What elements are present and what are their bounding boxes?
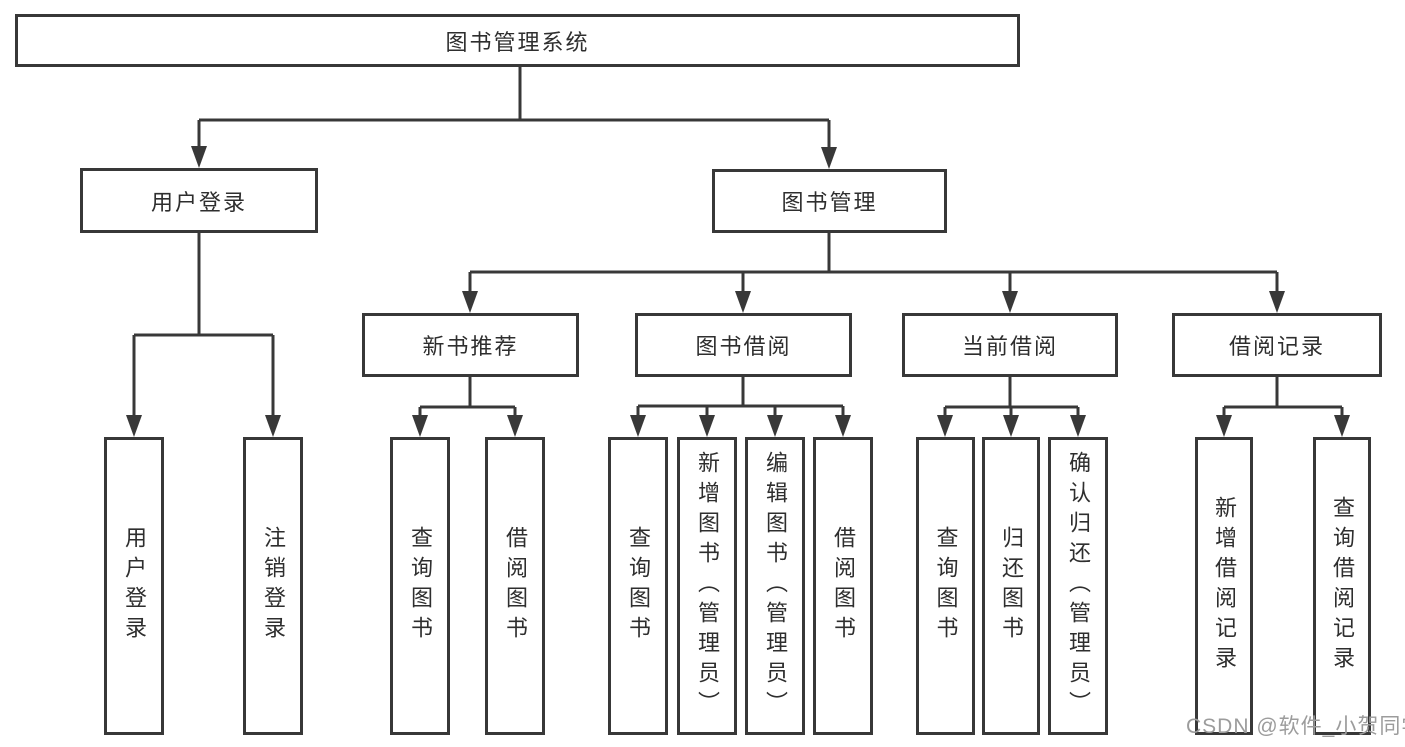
node-library-management-system: 图书管理系统 (15, 14, 1020, 67)
arrow-down-icon (735, 291, 751, 313)
leaf-current-query-books: 查询图书 (916, 437, 975, 735)
arrow-down-icon (630, 415, 646, 437)
node-label: 借阅图书 (831, 526, 856, 646)
leaf-current-confirm-return-admin: 确认归还（管理员） (1048, 437, 1108, 735)
node-user-login: 用户登录 (80, 168, 318, 233)
node-label: 查询图书 (933, 526, 959, 646)
leaf-borrow-borrow-books: 借阅图书 (813, 437, 873, 735)
node-label: 用户登录 (122, 526, 147, 646)
connector-book-borrow-children (636, 377, 845, 419)
leaf-recommend-query-books: 查询图书 (390, 437, 450, 735)
leaf-borrow-query-books: 查询图书 (608, 437, 668, 735)
leaf-record-query-borrow-record: 查询借阅记录 (1313, 437, 1371, 735)
node-label: 借阅图书 (503, 526, 528, 646)
node-label: 新增图书（管理员） (695, 451, 720, 721)
node-label: 图书管理 (781, 190, 878, 215)
node-label: 图书借阅 (695, 334, 792, 359)
arrow-down-icon (937, 415, 953, 437)
arrow-down-icon (699, 415, 715, 437)
node-label: 查询图书 (626, 526, 651, 646)
leaf-recommend-borrow-books: 借阅图书 (485, 437, 545, 735)
connector-user-login-children (132, 233, 275, 419)
node-current-borrow: 当前借阅 (902, 313, 1118, 377)
node-label: 用户登录 (150, 189, 247, 215)
leaf-borrow-edit-books-admin: 编辑图书（管理员） (745, 437, 805, 735)
connector-root-to-level2 (197, 67, 831, 151)
node-label: 新书推荐 (422, 334, 519, 359)
leaf-user-login: 用户登录 (104, 437, 164, 735)
arrow-down-icon (126, 415, 142, 437)
node-label: 借阅记录 (1228, 334, 1325, 359)
arrow-down-icon (191, 146, 207, 168)
arrow-down-icon (1003, 415, 1019, 437)
arrow-down-icon (1334, 415, 1350, 437)
connector-current-borrow-children (943, 377, 1080, 419)
arrow-down-icon (835, 415, 851, 437)
watermark: CSDN @软件_小贺同学 (1186, 715, 1405, 738)
leaf-logout: 注销登录 (243, 437, 303, 735)
arrow-down-icon (1002, 291, 1018, 313)
node-borrow-records: 借阅记录 (1172, 313, 1382, 377)
connector-new-book-children (418, 377, 517, 419)
arrow-down-icon (507, 415, 523, 437)
node-label: 注销登录 (261, 526, 286, 646)
node-book-management: 图书管理 (712, 169, 947, 233)
arrow-down-icon (412, 415, 428, 437)
node-label: 确认归还（管理员） (1066, 451, 1091, 721)
leaf-borrow-add-books-admin: 新增图书（管理员） (677, 437, 737, 735)
node-new-book-recommend: 新书推荐 (362, 313, 579, 377)
node-label: 当前借阅 (961, 334, 1058, 359)
arrow-down-icon (767, 415, 783, 437)
connector-book-mgmt-to-level3 (468, 233, 1279, 295)
node-label: 新增借阅记录 (1212, 496, 1237, 676)
arrow-down-icon (265, 415, 281, 437)
node-label: 查询借阅记录 (1330, 496, 1355, 676)
leaf-record-add-borrow-record: 新增借阅记录 (1195, 437, 1253, 735)
node-book-borrow: 图书借阅 (635, 313, 852, 377)
arrow-down-icon (1269, 291, 1285, 313)
node-label: 图书管理系统 (445, 29, 590, 55)
node-label: 编辑图书（管理员） (763, 451, 788, 721)
connector-borrow-record-children (1222, 377, 1344, 419)
arrow-down-icon (1070, 415, 1086, 437)
arrow-down-icon (821, 147, 837, 169)
arrow-down-icon (462, 291, 478, 313)
node-label: 查询图书 (408, 526, 433, 646)
leaf-current-return-books: 归还图书 (982, 437, 1040, 735)
node-label: 归还图书 (999, 526, 1024, 646)
arrow-down-icon (1216, 415, 1232, 437)
